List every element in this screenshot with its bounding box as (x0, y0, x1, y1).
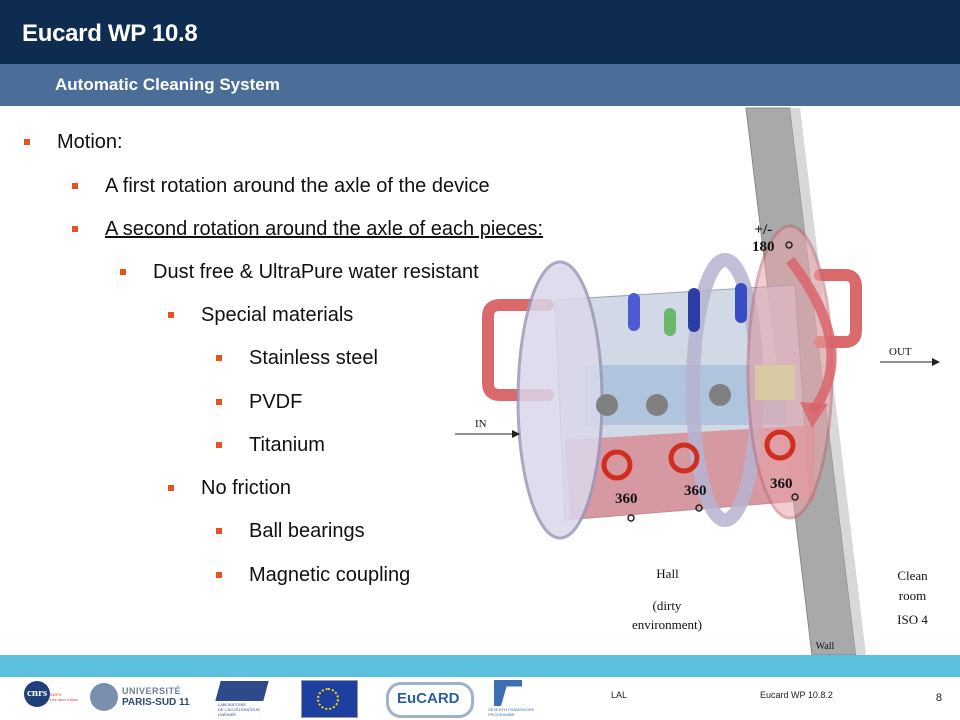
clean-room-label: Clean room (897, 568, 928, 603)
bullet-marker-icon (72, 226, 78, 232)
hall-description: (dirty environment) (631, 598, 703, 632)
rotation-360-label: 360 (770, 476, 793, 492)
bullet-text: Ball bearings (249, 520, 365, 542)
ring-middle (686, 253, 764, 527)
piece-3 (709, 384, 731, 406)
main-rotation-arrow-head (800, 402, 828, 428)
bullet-text: Special materials (201, 304, 354, 326)
iso-label: ISO 4 (897, 612, 928, 627)
nozzle-blue-3 (735, 283, 747, 323)
university-logo-icon (90, 683, 118, 711)
degree-mark (627, 514, 635, 522)
ring-right (746, 224, 834, 520)
footer-lab: LAL (611, 690, 628, 700)
rotation-icon-1 (601, 449, 633, 481)
cnrs-logo-text: cnrs (27, 687, 48, 699)
degree-mark (695, 504, 703, 512)
footer-logos (0, 677, 960, 720)
left-handle (482, 299, 554, 401)
bullet-marker-icon (216, 442, 222, 448)
device-bottom (565, 425, 815, 520)
bullet-text: No friction (201, 477, 292, 499)
title-bar (0, 0, 960, 64)
cnrs-logo (24, 681, 50, 707)
lal-logo-icon (215, 681, 269, 701)
bullet-marker-icon (216, 355, 222, 361)
nozzle-blue-1 (628, 293, 640, 331)
page-number: 8 (935, 692, 942, 704)
bullet-text: Stainless steel (249, 347, 378, 369)
bullet-marker-icon (24, 139, 30, 145)
bullet-text: PVDF (249, 391, 303, 413)
footer-document: Eucard WP 10.8.2 (760, 690, 833, 700)
fp7-logo-text: SEVENTH FRAMEWORK PROGRAMME (488, 707, 535, 717)
right-handle (814, 269, 862, 348)
bullet-marker-icon (120, 269, 126, 275)
eucard-logo-icon (386, 682, 474, 718)
main-rotation-arrow (786, 256, 837, 416)
rotation-360-label: 360 (684, 483, 707, 499)
subtitle-bar (0, 64, 960, 106)
rotation-180-label: +/- 180 (752, 222, 775, 255)
degree-mark (785, 241, 793, 249)
bullet-marker-icon (72, 183, 78, 189)
rotation-icon-2 (668, 442, 700, 474)
bullet-text: Dust free & UltraPure water resistant (153, 261, 479, 283)
slide-subtitle: Automatic Cleaning System (55, 75, 280, 94)
rotation-360-label: 360 (615, 491, 638, 507)
bullet-marker-icon (168, 485, 174, 491)
university-bottom-text: PARIS-SUD 11 (122, 697, 190, 708)
wall-shape (745, 107, 857, 656)
rotation-icon-3 (764, 429, 796, 461)
bullet-marker-icon (216, 399, 222, 405)
nozzle-green (664, 308, 676, 336)
nozzle-blue-2 (688, 288, 700, 332)
out-arrow-head (932, 358, 940, 366)
in-label: IN (475, 418, 487, 430)
slide-title: Eucard WP 10.8 (22, 20, 198, 47)
in-arrow-head (512, 430, 520, 438)
ring-left (516, 260, 604, 540)
wall-edge (790, 108, 866, 655)
bullet-text: Titanium (249, 434, 325, 456)
university-top-text: UNIVERSITÉ (122, 686, 182, 696)
footer-band (0, 655, 960, 677)
eu-stars-icon (317, 688, 339, 710)
bullet-marker-icon (216, 528, 222, 534)
piece-1 (596, 394, 618, 416)
in2p3-text: IN2P3 Les deux infinis (50, 692, 78, 702)
piece-2 (646, 394, 668, 416)
bullet-text: A second rotation around the axle of eac… (105, 218, 544, 240)
lal-logo-text: LABORATOIRE DE L'ACCÉLÉRATEUR LINÉAIRE (218, 702, 260, 717)
bullet-marker-icon (216, 572, 222, 578)
out-label: OUT (889, 346, 912, 358)
hall-label: Hall (656, 566, 679, 581)
device-rail (585, 365, 785, 425)
bracket (755, 365, 795, 400)
bullet-text: A first rotation around the axle of the … (105, 175, 490, 197)
eucard-logo-text: EuCARD (397, 690, 460, 707)
bullet-text: Motion: (57, 131, 123, 153)
bullet-text: Magnetic coupling (249, 564, 411, 586)
wall-label: Wall (815, 641, 835, 652)
degree-mark (791, 493, 799, 501)
bullet-marker-icon (168, 312, 174, 318)
